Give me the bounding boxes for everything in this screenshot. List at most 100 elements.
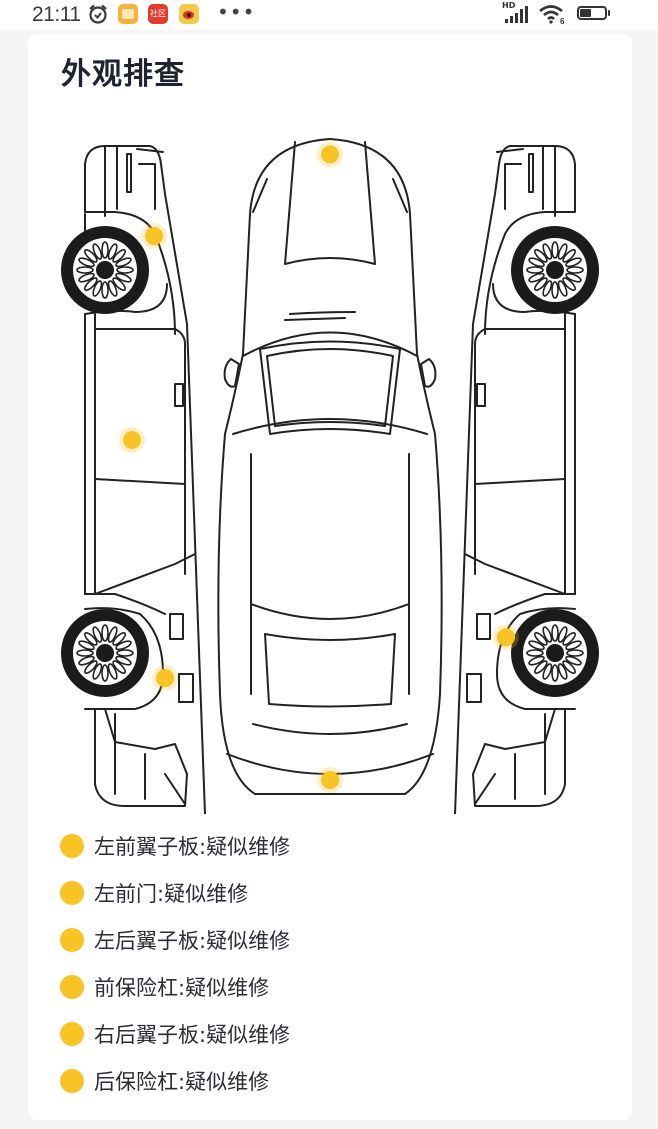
legend-item: 前保险杠:疑似维修 xyxy=(60,963,600,1010)
section-title: 外观排查 xyxy=(61,57,185,92)
wheel-spoke xyxy=(101,664,109,682)
exterior-check-card: 外观排查 xyxy=(28,34,632,1120)
wheel-spoke xyxy=(542,243,553,260)
wheel-spoke xyxy=(92,280,103,297)
damage-marker[interactable]: 前保险杠 xyxy=(321,145,339,164)
battery-icon xyxy=(577,6,613,22)
wheel-spoke xyxy=(78,272,95,283)
wheel-spoke xyxy=(565,640,582,651)
wheel-spoke xyxy=(115,272,132,283)
wheel-spoke xyxy=(566,266,584,274)
damage-marker[interactable]: 左前门 xyxy=(123,431,141,449)
left-side-view xyxy=(61,145,206,814)
wheel-spoke xyxy=(565,257,582,268)
wheel-spoke xyxy=(78,257,95,268)
marker-dot-icon xyxy=(60,927,84,952)
wifi-label: 6 xyxy=(560,17,565,25)
wheel-spoke xyxy=(92,663,103,680)
wheel-spoke xyxy=(551,624,559,642)
wheel-spoke xyxy=(107,626,118,643)
wheel-spoke xyxy=(557,280,568,297)
legend-text: 右后翼子板:疑似维修 xyxy=(94,1022,291,1047)
legend-item: 左前门:疑似维修 xyxy=(60,869,600,916)
wheel-spoke xyxy=(112,249,126,263)
wheel-spoke xyxy=(526,649,544,657)
wheel-spoke xyxy=(116,266,134,274)
wheel-spoke xyxy=(84,277,98,291)
wheel-spoke xyxy=(92,243,103,260)
community-app-badge: 社区 xyxy=(150,9,166,18)
legend-text: 左后翼子板:疑似维修 xyxy=(94,928,291,953)
wheel-spoke xyxy=(78,640,95,651)
wheel-spoke xyxy=(542,626,553,643)
wheel-spoke xyxy=(528,257,545,268)
wheel-spoke xyxy=(534,632,548,646)
legend-text: 前保险杠:疑似维修 xyxy=(94,975,270,1000)
wheel-spoke xyxy=(557,243,568,260)
wheel-spoke xyxy=(551,664,559,682)
wheel-spoke xyxy=(112,277,126,291)
wheel-spoke xyxy=(92,626,103,643)
wheel-spoke xyxy=(76,266,94,274)
wheel-spoke xyxy=(565,272,582,283)
car-exterior-diagram: 左前翼子板左前门左后翼子板 前保险杠右后翼子板后保险杠 xyxy=(61,138,599,814)
wheel-spoke xyxy=(526,266,544,274)
wheel-spoke xyxy=(84,249,98,263)
right-front-wheel xyxy=(511,226,599,314)
legend-item: 后保险杠:疑似维修 xyxy=(60,1057,600,1104)
wheel-spoke xyxy=(78,655,95,666)
damage-marker[interactable]: 右后翼子板 xyxy=(497,628,515,647)
battery-level xyxy=(580,9,591,17)
legend-item: 左后翼子板:疑似维修 xyxy=(60,916,600,963)
wheel-spoke xyxy=(101,241,109,259)
weibo-app-icon xyxy=(179,4,199,24)
wheel-spoke xyxy=(528,272,545,283)
community-app-icon: 社区 xyxy=(148,4,168,24)
wheel-spoke xyxy=(534,277,548,291)
wheel-spoke xyxy=(115,640,132,651)
wheel-spoke xyxy=(542,663,553,680)
wheel-spoke xyxy=(562,249,576,263)
wheel-spoke xyxy=(116,649,134,657)
right-side-view xyxy=(454,145,599,814)
marker-dot-icon xyxy=(60,880,84,905)
legend-item: 左前翼子板:疑似维修 xyxy=(60,822,600,869)
status-bar: 21:11 社区 ••• HD 6 xyxy=(0,0,658,30)
wheel-spoke xyxy=(551,281,559,299)
wheel-spoke xyxy=(76,649,94,657)
wheel-spoke xyxy=(562,277,576,291)
wheel-spoke xyxy=(534,249,548,263)
wheel-spoke xyxy=(115,655,132,666)
wheel-spoke xyxy=(84,632,98,646)
status-time: 21:11 xyxy=(32,3,81,26)
hd-signal-icon: HD xyxy=(502,1,532,25)
left-front-wheel xyxy=(61,226,149,314)
wheel-spoke xyxy=(542,280,553,297)
wheel-spoke xyxy=(101,281,109,299)
wheel-spoke xyxy=(112,660,126,674)
wheel-spoke xyxy=(528,655,545,666)
damage-marker[interactable]: 左后翼子板 xyxy=(156,669,174,687)
marker-dot-icon xyxy=(60,974,84,999)
damage-legend: 左前翼子板:疑似维修 左前门:疑似维修 左后翼子板:疑似维修 前保险杠:疑似维修… xyxy=(60,822,600,1104)
wheel-spoke xyxy=(112,632,126,646)
legend-text: 左前门:疑似维修 xyxy=(94,881,249,906)
wheel-spoke xyxy=(557,626,568,643)
wheel-spoke xyxy=(566,649,584,657)
wheel-spoke xyxy=(565,655,582,666)
wheel-spoke xyxy=(528,640,545,651)
damage-marker[interactable]: 左前翼子板 xyxy=(145,227,163,245)
top-view xyxy=(217,138,443,795)
legend-item: 右后翼子板:疑似维修 xyxy=(60,1010,600,1057)
legend-text: 左前翼子板:疑似维修 xyxy=(94,834,291,859)
wheel-spoke xyxy=(107,663,118,680)
legend-text: 后保险杠:疑似维修 xyxy=(94,1069,270,1094)
alarm-icon xyxy=(89,4,107,24)
wheel-spoke xyxy=(107,280,118,297)
wheel-spoke xyxy=(562,632,576,646)
wheel-spoke xyxy=(107,243,118,260)
damage-marker[interactable]: 后保险杠 xyxy=(321,771,339,789)
marker-dot-icon xyxy=(60,1021,84,1046)
wheel-spoke xyxy=(101,624,109,642)
damage-markers: 左前翼子板左前门左后翼子板 前保险杠右后翼子板后保险杠 xyxy=(119,141,519,793)
